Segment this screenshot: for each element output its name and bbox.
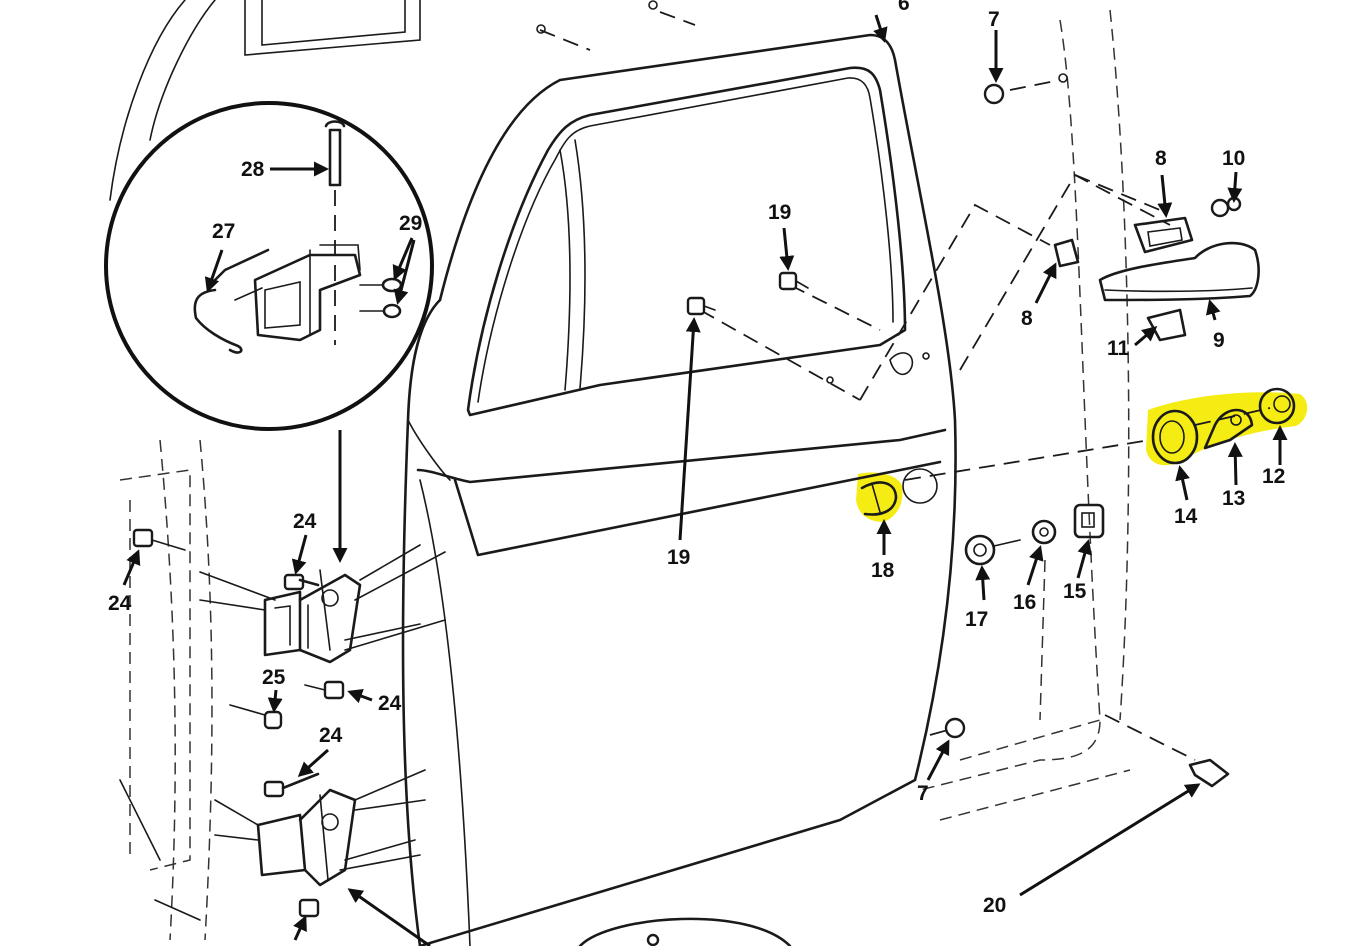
bolt-24-mid xyxy=(323,680,345,700)
callout-12: 12 xyxy=(1262,465,1285,488)
striker-17 xyxy=(964,534,996,566)
leader-arrows xyxy=(122,14,1288,946)
lock-cylinder-assembly xyxy=(1151,387,1296,465)
callout-14: 14 xyxy=(1174,505,1198,528)
outside-handle-assembly xyxy=(1053,196,1260,342)
callout-24-hinge-mid: 24 xyxy=(378,692,402,715)
highlight-lock-assembly xyxy=(1146,392,1308,466)
screw-19-lower xyxy=(686,296,706,316)
callout-6: 6 xyxy=(898,0,910,15)
callout-19-lower: 19 xyxy=(667,546,690,569)
callout-16: 16 xyxy=(1013,591,1036,614)
callout-17: 17 xyxy=(965,608,988,631)
callout-13: 13 xyxy=(1222,487,1245,510)
wheel-arc xyxy=(578,917,792,946)
callout-7-top: 7 xyxy=(988,8,1000,31)
bolt-24-left xyxy=(132,528,154,548)
callout-24-hinge-top: 24 xyxy=(293,510,317,533)
washer-16 xyxy=(1031,519,1057,545)
pin-7-bottom xyxy=(944,717,966,739)
gasket-8-upper xyxy=(1133,216,1194,254)
striker-assembly xyxy=(964,503,1105,566)
vehicle-body-outline xyxy=(109,0,1131,941)
callout-28: 28 xyxy=(241,158,265,181)
door-shell xyxy=(401,33,957,946)
callout-8-lower: 8 xyxy=(1021,307,1033,330)
retainer-13 xyxy=(1203,408,1254,450)
assembly-lines xyxy=(539,11,1271,761)
callout-9: 9 xyxy=(1213,329,1225,352)
gasket-8-lower xyxy=(1053,238,1080,268)
lower-hinge xyxy=(214,769,426,887)
callout-19-upper: 19 xyxy=(768,201,791,224)
nut-25 xyxy=(263,710,283,730)
bolt-24-lower xyxy=(298,898,320,918)
callout-15: 15 xyxy=(1063,580,1087,603)
hinge-detail-inset xyxy=(104,101,434,431)
callout-8-upper: 8 xyxy=(1155,147,1167,170)
callout-labels: 6 7 8 10 8 9 11 19 19 28 27 29 12 13 14 … xyxy=(108,0,1285,917)
upper-hinge xyxy=(199,544,446,664)
callout-18: 18 xyxy=(871,559,895,582)
button-11 xyxy=(1146,308,1187,342)
lock-cylinder-14 xyxy=(1151,409,1199,465)
bumper-20 xyxy=(1188,758,1230,788)
callout-10: 10 xyxy=(1222,147,1245,170)
callout-24-lower: 24 xyxy=(319,724,343,747)
screw-19-upper xyxy=(778,271,798,291)
callout-24-left: 24 xyxy=(108,592,132,615)
callout-25: 25 xyxy=(262,666,286,689)
handle-9 xyxy=(1098,241,1260,302)
plate-15 xyxy=(1073,503,1105,539)
retainer-clip-18 xyxy=(860,481,898,516)
pin-7-top xyxy=(983,83,1005,105)
callout-7-bottom: 7 xyxy=(917,782,929,805)
callout-11: 11 xyxy=(1107,337,1130,360)
callout-29: 29 xyxy=(399,212,422,235)
cap-12 xyxy=(1258,387,1296,425)
nut-10 xyxy=(1210,198,1230,218)
callout-27: 27 xyxy=(212,220,235,243)
callout-20: 20 xyxy=(983,894,1006,917)
